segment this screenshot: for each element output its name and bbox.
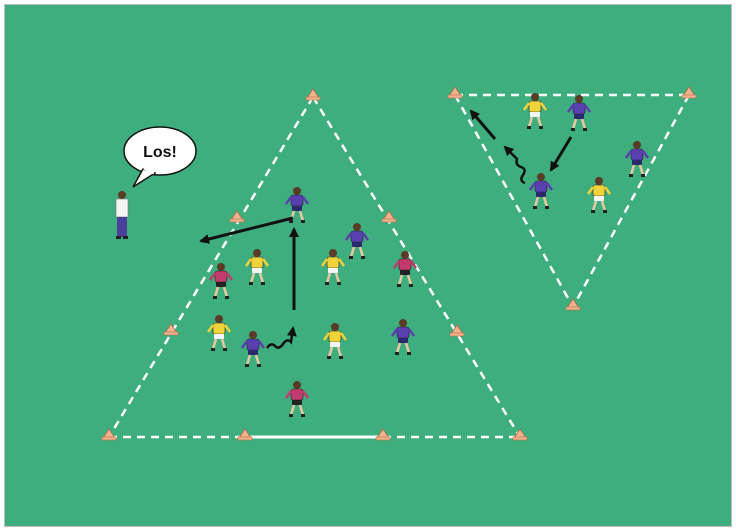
- cone-icon: [382, 211, 396, 222]
- movement-arrows: [201, 111, 571, 348]
- player-figure-icon: [286, 381, 308, 417]
- cone-icon: [448, 87, 462, 98]
- speech-bubble: Los!: [124, 127, 196, 187]
- small-triangle-zone: [455, 95, 689, 307]
- player-figure-icon: [346, 223, 368, 259]
- drill-diagram: Los!: [5, 5, 733, 528]
- players: [208, 93, 648, 417]
- run-arrow-diagonal: [471, 111, 495, 139]
- coach: Los!: [116, 127, 196, 239]
- pass-arrow-left: [201, 218, 293, 241]
- dribble-arrow: [267, 328, 293, 348]
- cone-icon: [102, 429, 116, 440]
- player-figure-icon: [246, 249, 268, 285]
- dribble-arrow-small: [505, 147, 525, 183]
- player-figure-icon: [392, 319, 414, 355]
- coach-figure-icon: [116, 191, 128, 239]
- player-figure-icon: [322, 249, 344, 285]
- cone-icon: [566, 299, 580, 310]
- player-figure-icon: [568, 95, 590, 131]
- player-figure-icon: [524, 93, 546, 129]
- cone-icon: [238, 429, 252, 440]
- pass-arrow-down: [551, 137, 571, 170]
- player-figure-icon: [530, 173, 552, 209]
- drill-field: Los!: [4, 4, 732, 527]
- coach-shout-text: Los!: [143, 144, 177, 161]
- cone-icon: [230, 211, 244, 222]
- player-figure-icon: [626, 141, 648, 177]
- cone-icon: [682, 87, 696, 98]
- player-figure-icon: [208, 315, 230, 351]
- cone-icon: [513, 429, 527, 440]
- player-figure-icon: [324, 323, 346, 359]
- cone-icon: [306, 89, 320, 100]
- cone-icon: [376, 429, 390, 440]
- player-figure-icon: [210, 263, 232, 299]
- player-figure-icon: [242, 331, 264, 367]
- player-figure-icon: [588, 177, 610, 213]
- player-figure-icon: [394, 251, 416, 287]
